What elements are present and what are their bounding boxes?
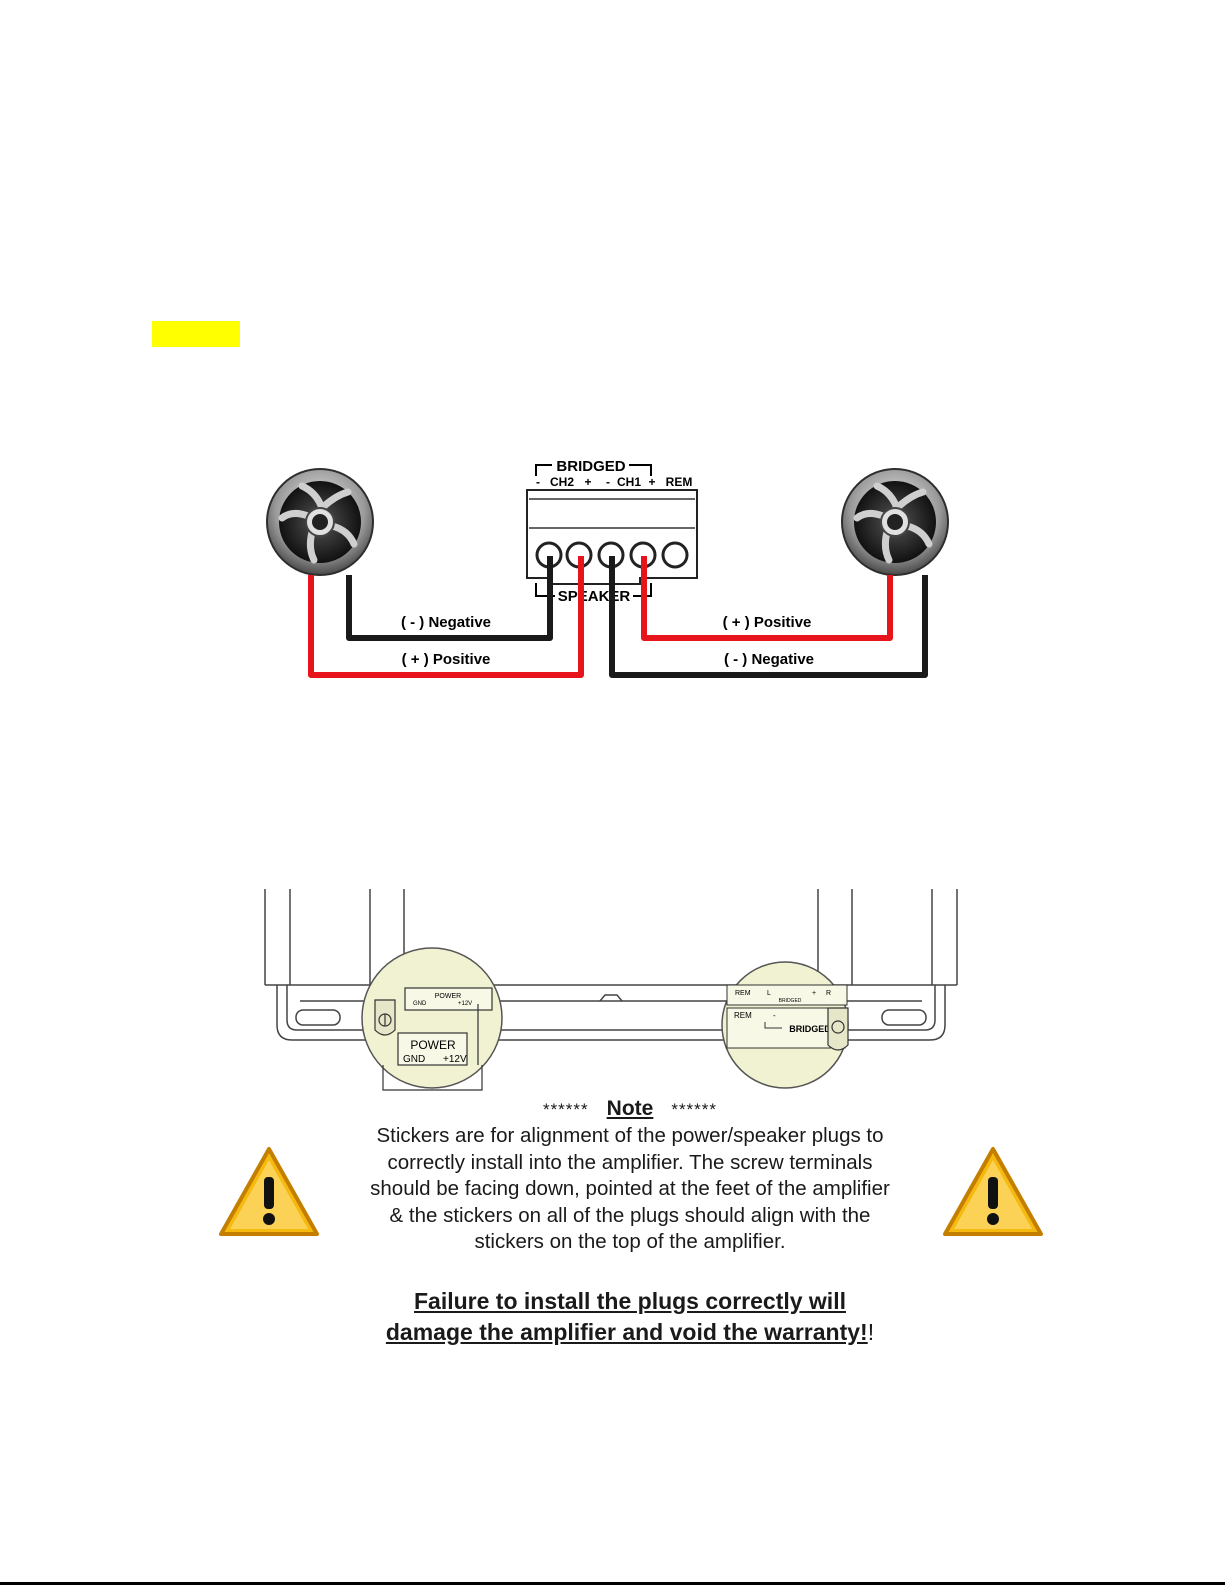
- note-line: should be facing down, pointed at the fe…: [370, 1177, 890, 1200]
- right-positive-label: ( + ) Positive: [723, 614, 812, 631]
- rem-label-2: REM: [734, 1011, 752, 1020]
- amplifier-diagram: POWER GND +12V POWER GND +12V REM L + R …: [264, 889, 958, 1091]
- bridged-label-2: BRIDGED: [789, 1024, 831, 1034]
- left-positive-label: ( + ) Positive: [402, 651, 491, 668]
- note-line: & the stickers on all of the plugs shoul…: [389, 1203, 871, 1227]
- wiring-diagram: BRIDGED - CH2 + - CH1 + REM SPEAKER ( - …: [0, 458, 1225, 678]
- note-line: correctly install into the amplifier. Th…: [387, 1150, 873, 1174]
- terminal-ch2-label: CH2: [550, 475, 574, 489]
- plus12-small-label: +12V: [458, 1001, 472, 1007]
- right-negative-label: ( - ) Negative: [724, 651, 814, 668]
- bridged-label: BRIDGED: [556, 458, 625, 475]
- terminal-block: [526, 489, 698, 585]
- speaker-label: SPEAKER: [558, 588, 631, 605]
- warning-line-2: damage the amplifier and void the warran…: [385, 1318, 868, 1345]
- note-line: Stickers are for alignment of the power/…: [376, 1124, 884, 1147]
- note-heading: ****** Note ******: [300, 1097, 960, 1121]
- power-plug-magnifier: POWER GND +12V POWER GND +12V: [361, 947, 503, 1091]
- bottom-rule: [0, 1582, 1225, 1585]
- r-small-label: R: [826, 990, 831, 997]
- left-negative-wire: [346, 556, 553, 641]
- terminal-rem-label: REM: [666, 475, 693, 489]
- warning-suffix: !: [867, 1318, 875, 1345]
- note-title: Note: [606, 1097, 654, 1120]
- power-small-label: POWER: [435, 993, 461, 1000]
- highlight-mark: [152, 321, 240, 347]
- note-block: ****** Note ****** Stickers are for alignm…: [300, 1097, 960, 1348]
- warning-right-icon: [943, 1147, 1043, 1236]
- minus-small-label: -: [773, 1011, 776, 1020]
- speaker-right-icon: [842, 469, 948, 575]
- power-label: POWER: [410, 1038, 456, 1052]
- terminal-ch2-plus: +: [584, 475, 591, 489]
- terminal-ch1-label: CH1: [617, 475, 641, 489]
- note-body: Stickers are for alignment of the power/…: [300, 1123, 960, 1256]
- note-line: stickers on the top of the amplifier.: [474, 1230, 786, 1253]
- warranty-warning: Failure to install the plugs correctly w…: [300, 1286, 960, 1348]
- left-negative-label: ( - ) Negative: [401, 614, 491, 631]
- rem-small-label: REM: [735, 990, 751, 997]
- note-stars-left: ******: [542, 1100, 589, 1119]
- terminal-ch1-plus: +: [648, 475, 655, 489]
- bridged-small-label: BRIDGED: [779, 998, 802, 1004]
- gnd-label: GND: [403, 1054, 425, 1065]
- speaker-plug-magnifier: REM L + R BRIDGED REM - BRIDGED: [721, 961, 849, 1089]
- terminal-ch1-minus: -: [606, 475, 610, 489]
- plus12-label: +12V: [443, 1054, 467, 1065]
- warning-line-1: Failure to install the plugs correctly w…: [414, 1287, 846, 1314]
- warning-left-icon: [219, 1147, 319, 1236]
- left-positive-wire: [308, 556, 584, 678]
- plus-small-label: +: [812, 990, 816, 997]
- l-small-label: L: [767, 990, 771, 997]
- gnd-small-label: GND: [413, 1001, 427, 1007]
- right-positive-wire: [641, 556, 893, 641]
- speaker-left-icon: [267, 469, 373, 575]
- terminal-ch2-minus: -: [536, 475, 540, 489]
- note-stars-right: ******: [671, 1100, 718, 1119]
- right-negative-wire: [609, 556, 928, 678]
